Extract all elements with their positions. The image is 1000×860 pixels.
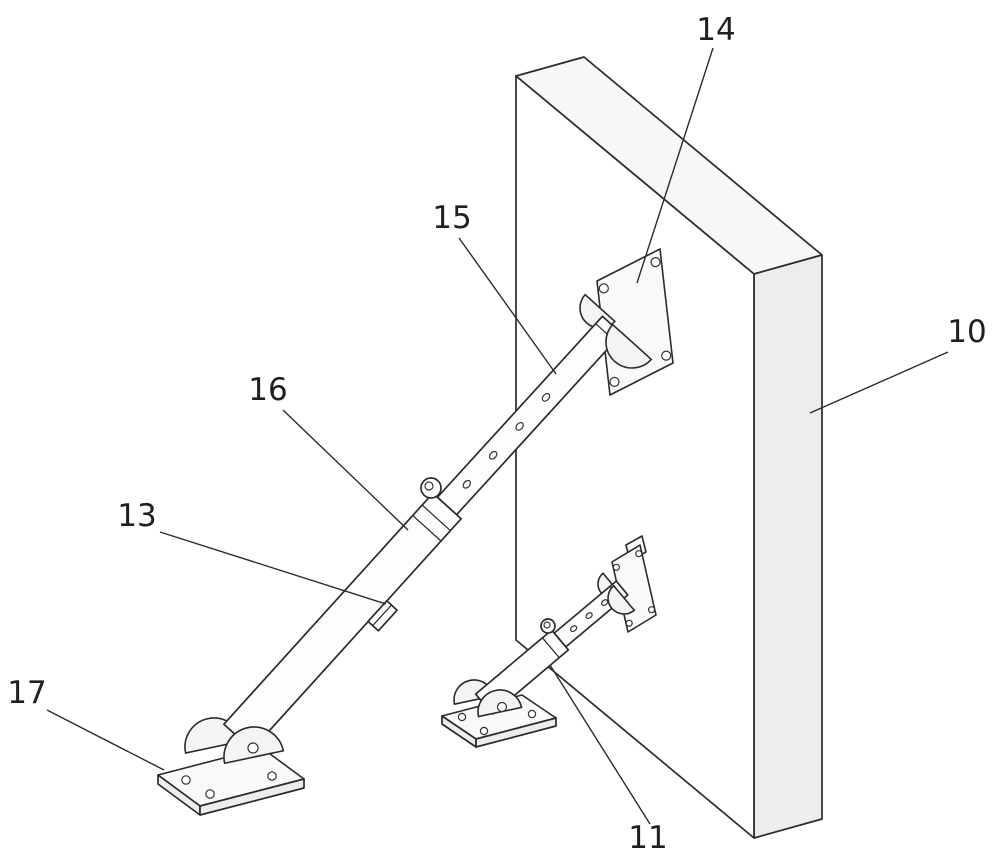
bolt-hole [612,563,621,571]
adjustment-hole [569,625,578,633]
label-13: 13 [117,498,156,534]
label-14: 14 [696,12,735,48]
bolt-hole [625,619,633,627]
anchor-hole [457,712,467,722]
bolt-hole [661,350,672,361]
adjustment-hole [585,612,593,620]
label-17: 17 [7,675,46,711]
bolt-hole [650,257,661,268]
leader-line-14 [636,47,714,284]
collar-line [541,637,560,658]
panel-side-face [753,254,823,839]
label-15: 15 [432,200,471,236]
hinge-lug [607,584,636,615]
label-11: 11 [628,820,667,856]
bolt-hole [647,606,656,614]
adjustment-hole [600,599,609,607]
bolt-hole [635,550,643,558]
adjustment-hole [541,393,551,402]
panel [515,56,823,839]
hinge-pin [247,742,259,754]
leader-line-13 [159,531,387,605]
hinge-lug [605,323,653,369]
anchor-hole [205,789,215,799]
adjustment-hole [488,450,498,460]
anchor-hole [181,775,191,785]
anchor-hole [479,726,489,736]
wall-bracket-lower-brace [611,535,657,633]
leader-line-17 [46,709,165,771]
floor-base-17 [157,747,305,816]
collar-line [412,514,442,542]
leader-line-16 [282,409,409,531]
leader-line-10 [809,351,949,414]
bolt-hole [598,283,609,294]
base-plate-edge [199,778,305,816]
base-plate-edge [475,717,557,748]
leader-line-15 [458,237,557,375]
anchor-hole [267,771,277,781]
reference-numerals: 14 15 16 13 10 17 11 [7,12,986,856]
label-10: 10 [947,314,986,350]
outer-tube-16 [223,492,462,751]
hinge-pin [496,701,508,713]
clamp-block-line [372,604,392,627]
adjustment-hole [462,479,472,489]
panel-front-face [515,75,755,839]
lock-knob-cap [543,621,551,629]
label-16: 16 [248,372,287,408]
adjustment-hole [515,422,524,431]
lock-knob-cap [424,481,434,491]
leader-lines [46,47,949,825]
telescopic-brace-lower-11 [453,572,636,718]
anchor-hole [527,709,537,719]
bolt-hole [609,376,620,387]
collar-line [421,504,451,532]
leader-line-11 [549,664,651,825]
telescopic-brace-main [184,293,653,765]
